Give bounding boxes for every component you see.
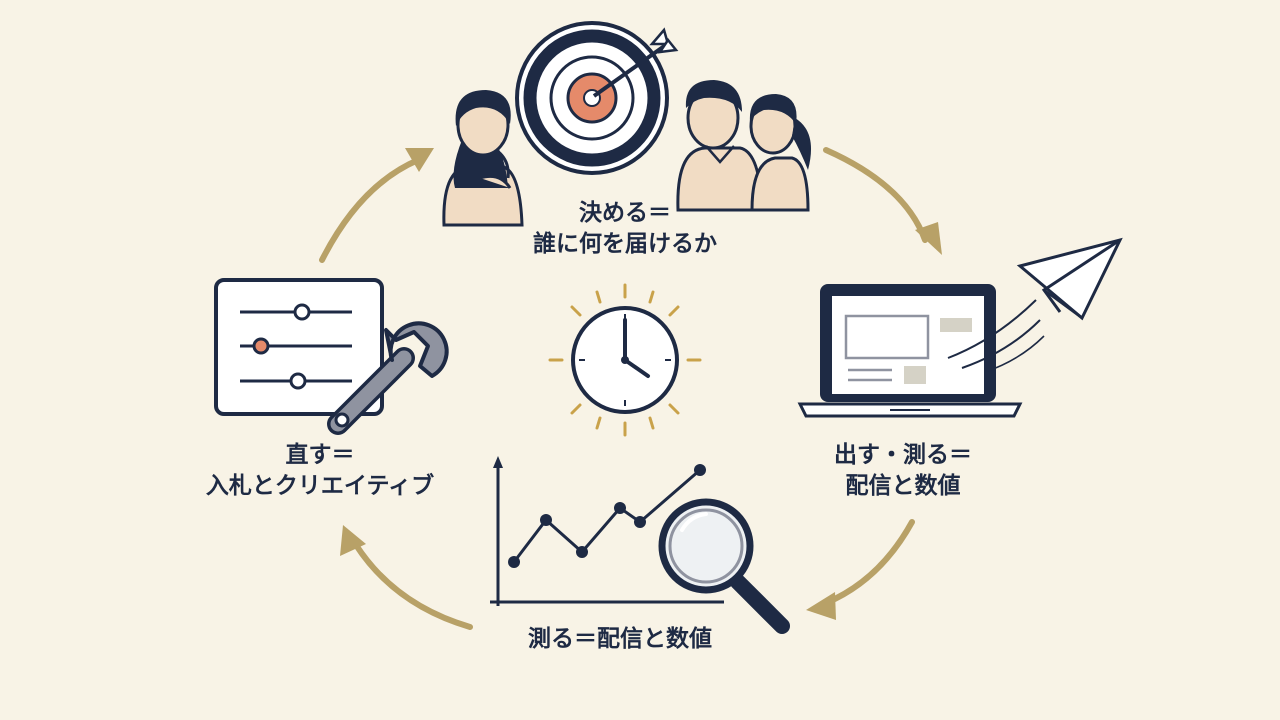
line-chart-icon <box>490 456 724 606</box>
step-label-decide: 決める＝ 誰に何を届けるか <box>500 198 750 260</box>
step-label-publish: 出す・測る＝ 配信と数値 <box>808 440 998 502</box>
paper-plane-icon <box>947 237 1123 373</box>
step-label-publish-line1: 出す・測る＝ <box>834 442 972 468</box>
sliders-icon <box>214 278 384 416</box>
magnifier-icon <box>658 498 790 634</box>
man-figure <box>676 80 764 212</box>
step-label-fix-line1: 直す＝ <box>285 442 355 468</box>
cycle-arrow-bottom-right <box>806 519 915 620</box>
step-label-fix-line2: 入札とクリエイティブ <box>205 473 435 499</box>
clock-icon <box>548 283 702 437</box>
woman-ponytail-figure <box>749 94 812 212</box>
step-label-measure-line1: 測る＝配信と数値 <box>528 626 712 652</box>
laptop-icon <box>797 284 1023 418</box>
step-label-fix: 直す＝ 入札とクリエイティブ <box>180 440 460 502</box>
cycle-arrow-bottom-left <box>340 525 473 630</box>
step-label-decide-line2: 誰に何を届けるか <box>533 231 717 257</box>
wrench-icon <box>327 321 449 435</box>
step-label-decide-line1: 決める＝ <box>579 200 671 226</box>
cycle-arrow-top-left <box>319 148 434 263</box>
step-label-measure: 測る＝配信と数値 <box>470 624 770 655</box>
cycle-arrow-top-right <box>823 147 942 255</box>
step-label-publish-line2: 配信と数値 <box>845 473 961 499</box>
target-icon <box>515 21 679 175</box>
woman-figure <box>442 90 524 227</box>
